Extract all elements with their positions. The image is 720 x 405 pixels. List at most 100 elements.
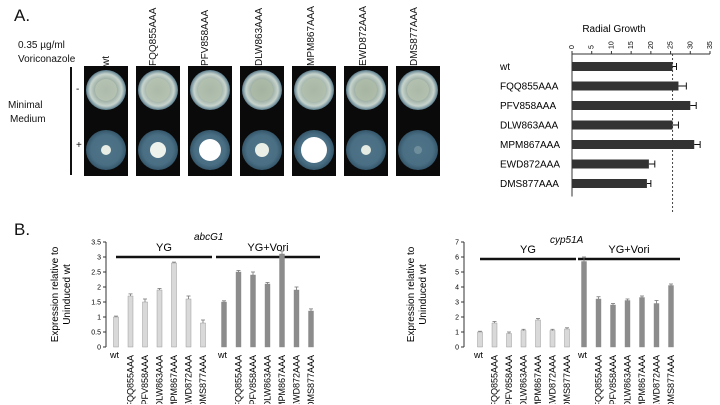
category-label-yg-fqq855aaa: FQQ855AAA (126, 355, 136, 404)
bar-yg-vori-wt (581, 261, 587, 348)
bar-yg-fqq855aaa (127, 295, 134, 348)
y-tick-label: 5 (455, 270, 459, 277)
gene-label: abcG1 (194, 232, 223, 243)
strain-label-fqq855aaa: FQQ855AAA (148, 7, 159, 66)
bar-pfv858aaa (572, 101, 691, 110)
strain-label-wt: wt (101, 56, 112, 66)
category-label-yg-vori-dlw863aaa: DLW863AAA (263, 355, 273, 404)
bar-yg-mpm867aaa (171, 262, 177, 348)
treatment-label-line2: Voriconazole (18, 54, 76, 65)
category-label-yg-vori-pfv858aaa: PFV858AAA (608, 355, 618, 404)
bar-yg-pfv858aaa (506, 333, 512, 348)
category-label-yg-vori-dlw863aaa: DLW863AAA (623, 355, 633, 404)
category-label-yg-vori-mpm867aaa: MPM867AAA (277, 355, 287, 404)
group-label-yg-vori: YG+Vori (608, 244, 649, 256)
category-label-ewd872aaa: EWD872AAA (500, 160, 560, 171)
plate-column-wt (84, 66, 128, 176)
strain-label-ewd872aaa: EWD872AAA (358, 5, 369, 66)
plate-photos (84, 66, 440, 176)
category-label-dlw863aaa: DLW863AAA (500, 121, 559, 132)
strain-label-dlw863aaa: DLW863AAA (254, 7, 265, 66)
category-label-yg-wt: wt (473, 350, 483, 360)
plate-column-mpm867aaa (292, 66, 336, 176)
category-label-yg-dlw863aaa: DLW863AAA (519, 355, 529, 404)
y-tick-label: 2 (97, 285, 101, 292)
row-minus-label: - (76, 84, 80, 95)
bar-yg-dms877aaa (564, 328, 570, 348)
category-label-yg-ewd872aaa: EWD872AAA (184, 355, 194, 404)
plate-column-fqq855aaa (136, 66, 180, 176)
y-tick-label: 3.5 (91, 240, 101, 247)
row-plus-label: + (76, 140, 82, 151)
category-label-yg-vori-fqq855aaa: FQQ855AAA (234, 355, 244, 404)
x-tick-label: 0 (569, 45, 576, 49)
chart-title: Radial Growth (582, 24, 645, 35)
category-label-yg-fqq855aaa: FQQ855AAA (490, 355, 500, 404)
bar-yg-vori-fqq855aaa (595, 298, 602, 348)
y-tick-label: 1.5 (91, 300, 101, 307)
bar-yg-dlw863aaa (156, 289, 163, 348)
bar-fqq855aaa (572, 81, 679, 91)
x-tick-label: 20 (648, 41, 655, 49)
category-label-yg-vori-pfv858aaa: PFV858AAA (248, 355, 258, 404)
category-label-pfv858aaa: PFV858AAA (500, 101, 556, 112)
strain-label-dms877aaa: DMS877AAA (409, 7, 420, 66)
category-label-yg-dlw863aaa: DLW863AAA (155, 355, 165, 404)
y-tick-label: 2.5 (91, 270, 101, 277)
category-label-mpm867aaa: MPM867AAA (500, 140, 560, 151)
y-tick-label: 3 (455, 300, 459, 307)
bar-yg-vori-ewd872aaa (653, 303, 660, 348)
category-label-fqq855aaa: FQQ855AAA (500, 82, 559, 93)
category-label-yg-vori-ewd872aaa: EWD872AAA (292, 355, 302, 404)
bar-ewd872aaa (572, 159, 649, 169)
panel-a-label: A. (14, 6, 31, 25)
bar-yg-wt (477, 331, 483, 348)
x-tick-label: 15 (628, 41, 635, 49)
bar-yg-ewd872aaa (549, 330, 556, 348)
medium-label-line2: Medium (10, 114, 46, 125)
category-label-yg-dms877aaa: DMS877AAA (562, 355, 572, 404)
bar-yg-vori-dms877aaa (308, 310, 314, 348)
category-label-yg-wt: wt (109, 350, 119, 360)
bar-yg-wt (113, 316, 119, 348)
x-tick-label: 30 (687, 41, 694, 49)
bar-yg-pfv858aaa (142, 301, 148, 348)
y-tick-label: 0 (455, 345, 459, 352)
category-label-yg-vori-dms877aaa: DMS877AAA (306, 355, 316, 404)
row-bracket-line (70, 67, 72, 175)
bar-yg-dms877aaa (200, 322, 206, 348)
category-label-yg-vori-ewd872aaa: EWD872AAA (652, 355, 662, 404)
category-label-yg-mpm867aaa: MPM867AAA (533, 355, 543, 404)
plate-column-dlw863aaa (240, 66, 284, 176)
y-tick-label: 2 (455, 315, 459, 322)
bar-yg-vori-mpm867aaa (639, 297, 645, 348)
y-tick-label: 3 (97, 255, 101, 262)
y-tick-label: 6 (455, 255, 459, 262)
category-label-yg-vori-wt: wt (577, 350, 587, 360)
category-label-yg-mpm867aaa: MPM867AAA (169, 355, 179, 404)
category-label-dms877aaa: DMS877AAA (500, 179, 559, 190)
bar-yg-vori-pfv858aaa (250, 274, 256, 348)
y-tick-label: 4 (455, 285, 459, 292)
plate-column-dms877aaa (396, 66, 440, 176)
y-tick-label: 7 (455, 240, 459, 247)
y-axis-title-line2: Uninduced wt (418, 264, 429, 325)
category-label-yg-vori-mpm867aaa: MPM867AAA (637, 355, 647, 404)
plate-column-ewd872aaa (344, 66, 388, 176)
bar-yg-dlw863aaa (520, 330, 527, 348)
group-label-yg-vori: YG+Vori (247, 242, 288, 254)
y-axis-title-line2: Uninduced wt (62, 264, 73, 325)
treatment-label-line1: 0.35 µg/ml (18, 40, 65, 51)
y-tick-label: 1 (97, 315, 101, 322)
category-label-yg-vori-fqq855aaa: FQQ855AAA (594, 355, 604, 404)
bar-yg-vori-wt (221, 301, 227, 348)
bar-yg-vori-ewd872aaa (293, 289, 300, 348)
plate-column-pfv858aaa (188, 66, 232, 176)
bar-yg-vori-pfv858aaa (610, 304, 616, 348)
category-label-yg-dms877aaa: DMS877AAA (198, 355, 208, 404)
bar-yg-ewd872aaa (185, 298, 192, 348)
category-label-yg-pfv858aaa: PFV858AAA (140, 355, 150, 404)
